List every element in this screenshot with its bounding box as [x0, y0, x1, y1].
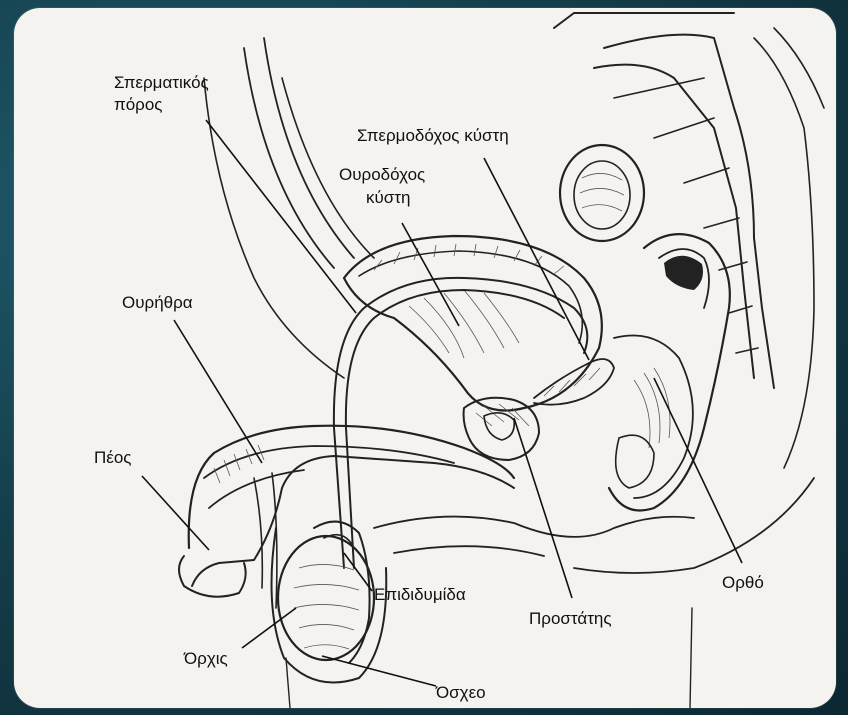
abdominal-wall	[204, 38, 374, 378]
label-scrotum: Όσχεο	[435, 683, 486, 702]
diagram-panel: Σπερματικός πόρος Σπερμοδόχος κύστη Ουρο…	[14, 8, 836, 708]
colon-loop	[560, 145, 644, 241]
leader-testis	[242, 608, 296, 648]
testis-shape	[278, 536, 374, 660]
leader-urethra	[174, 320, 262, 463]
vas-deferens-tube	[334, 278, 587, 568]
label-rectum: Ορθό	[722, 573, 764, 592]
prostate-shape	[464, 398, 539, 460]
labels: Σπερματικός πόρος Σπερμοδόχος κύστη Ουρο…	[94, 73, 764, 702]
leader-seminal-vesicle	[484, 158, 589, 360]
label-urethra: Ουρήθρα	[122, 293, 193, 312]
leader-penis	[142, 476, 209, 550]
label-penis: Πέος	[94, 448, 132, 467]
bladder-shape	[344, 236, 602, 411]
label-bladder-line1: Ουροδόχος	[339, 165, 425, 184]
label-prostate: Προστάτης	[529, 609, 612, 628]
label-epididymis: Επιδιδυμίδα	[374, 585, 466, 604]
label-vas-deferens-line1: Σπερματικός	[114, 73, 209, 92]
rectum-shape	[609, 234, 730, 510]
leader-rectum	[654, 378, 742, 563]
label-vas-deferens-line2: πόρος	[114, 95, 163, 114]
label-testis: Όρχις	[183, 649, 228, 668]
label-bladder-line2: κύστη	[366, 188, 410, 207]
leader-vas-deferens	[206, 120, 356, 313]
leader-prostate	[514, 418, 572, 598]
anatomy-illustration	[179, 13, 824, 708]
label-seminal-vesicle: Σπερμοδόχος κύστη	[357, 126, 509, 145]
anatomy-diagram: Σπερματικός πόρος Σπερμοδόχος κύστη Ουρο…	[14, 8, 836, 708]
